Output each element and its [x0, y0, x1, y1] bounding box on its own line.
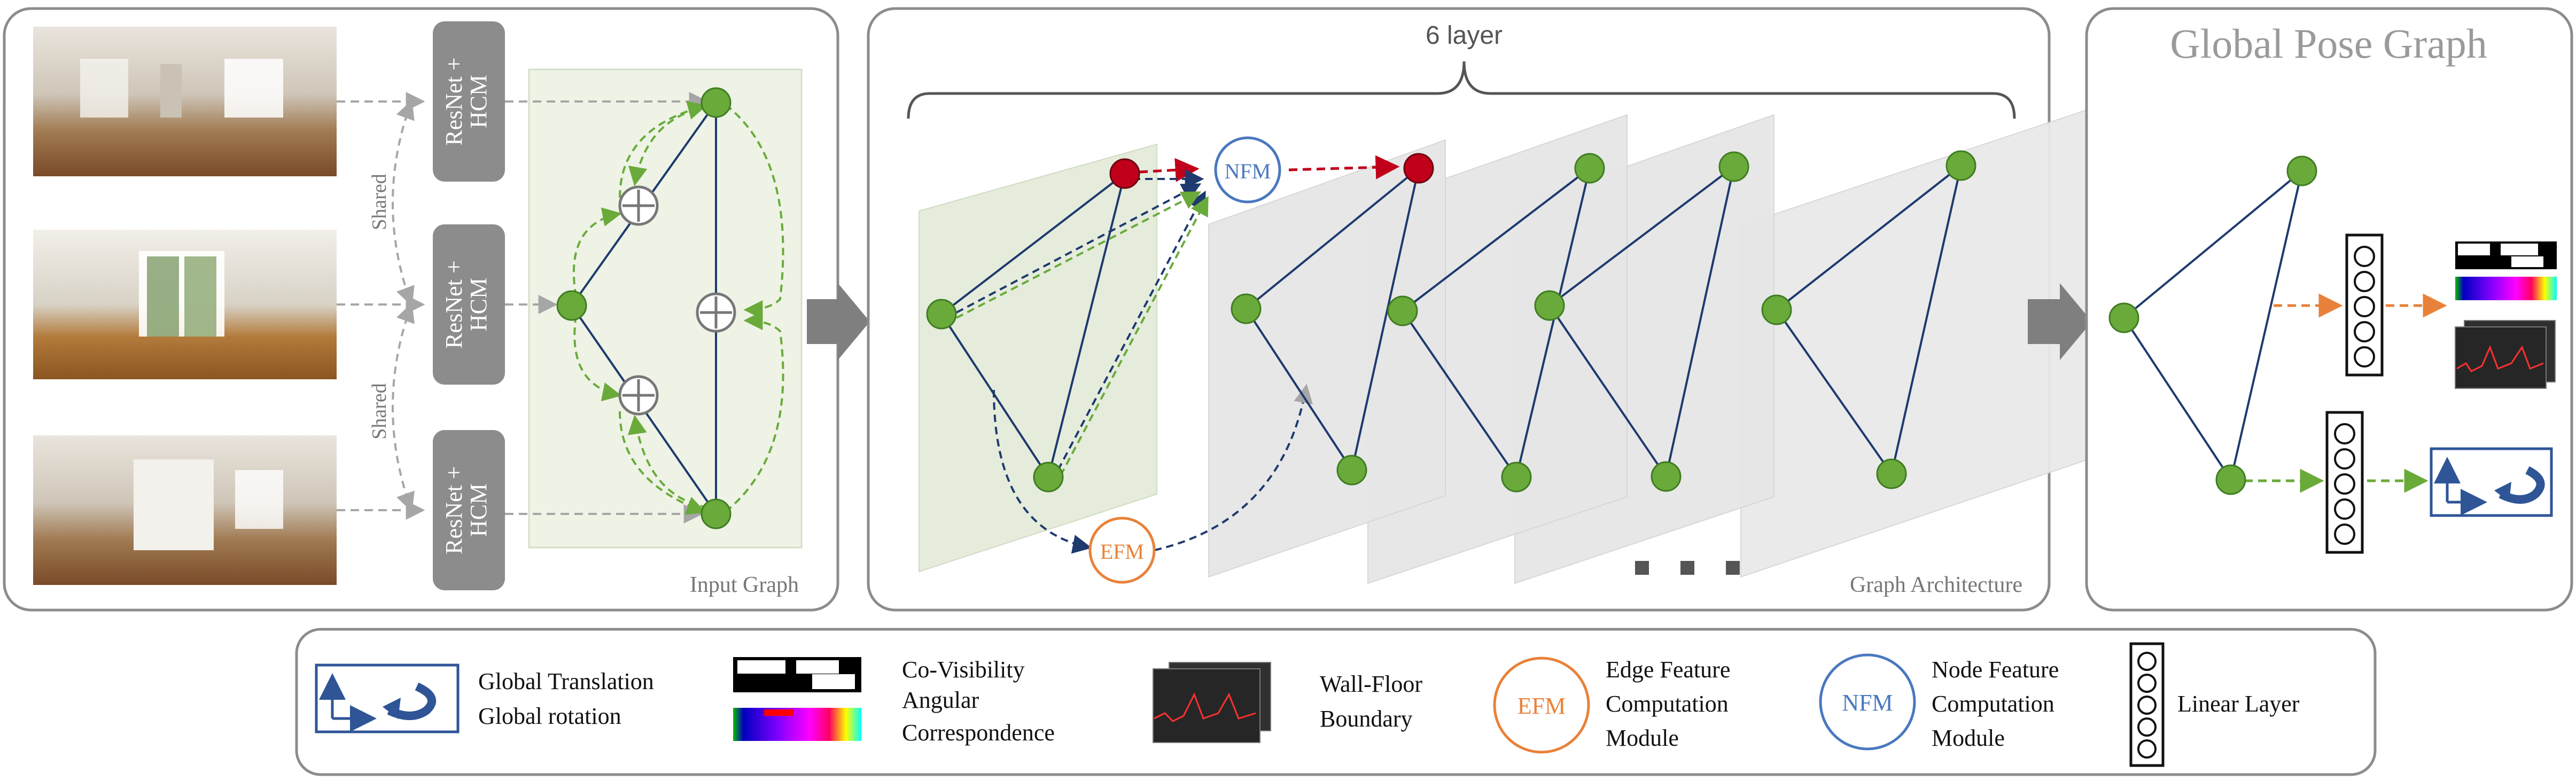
encoder-label-line2: HCM: [465, 75, 492, 128]
layer3-node: [1501, 462, 1532, 493]
encoder-block-3: ResNet + HCM: [433, 430, 505, 590]
navy-message-arrow: [956, 183, 1202, 314]
panorama-image-1: [33, 27, 337, 176]
layer5-node: [1945, 150, 1976, 181]
encoder-label-line2: HCM: [465, 278, 492, 331]
flow-arrow-1: [807, 283, 870, 360]
encoder-label-line2: HCM: [465, 483, 492, 537]
legend-rotation-label: Global rotation: [478, 703, 621, 729]
layer-brace: [907, 61, 2016, 119]
nfm-output-arrow: [1288, 155, 1400, 179]
green-message-arrow: [956, 191, 1202, 319]
covisibility-output: [2455, 241, 2557, 300]
panorama-image-3: [33, 435, 337, 585]
layer2-node: [1336, 455, 1367, 486]
layer1-node: [1033, 462, 1064, 493]
shared-label-2: Shared: [368, 383, 391, 440]
legend-nfm-icon: NFM: [1819, 653, 1916, 751]
message-arrow: [619, 100, 707, 198]
layer4-node: [1718, 151, 1749, 182]
wall-floor-output: [2455, 320, 2556, 389]
legend-wall-floor-label: Wall-Floor: [1320, 671, 1422, 697]
efm-output-arrow: [1154, 384, 1313, 551]
legend-efm-icon: EFM: [1493, 657, 1590, 754]
panorama-image-2: [33, 230, 337, 379]
message-arrow: [573, 315, 622, 402]
legend-nfm-label-3: Module: [1932, 725, 2005, 751]
shared-arc-1: [392, 99, 415, 307]
shared-label-1: Shared: [368, 174, 391, 230]
layer-plane-1: [919, 143, 1157, 573]
layer5-node: [1761, 294, 1792, 325]
layer-count-label: 6 layer: [1426, 21, 1503, 50]
layer4-node: [1534, 290, 1565, 321]
legend-correspondence-label: Correspondence: [902, 720, 1055, 746]
encoder-block-2: ResNet + HCM: [433, 224, 505, 385]
legend-covisibility-label: Co-Visibility: [902, 657, 1025, 683]
pose-panel-title: Global Pose Graph: [2170, 20, 2487, 67]
pose-graph-node: [2108, 302, 2139, 333]
architecture-caption: Graph Architecture: [1850, 573, 2022, 597]
pose-graph-node: [2286, 155, 2317, 186]
plus-aggregator-icon: [696, 292, 736, 333]
encoder-block-1: ResNet + HCM: [433, 21, 505, 182]
legend-linear-layer-label: Linear Layer: [2177, 691, 2300, 717]
legend-boundary-label: Boundary: [1320, 706, 1413, 732]
message-arrow: [572, 207, 622, 297]
flow-arrow-2: [2028, 283, 2092, 360]
nfm-label: NFM: [1225, 159, 1271, 183]
input-graph-node: [701, 498, 731, 529]
layer3-node: [1574, 153, 1605, 184]
nfm-module: NFM: [1214, 136, 1281, 204]
pose-graph-node: [2215, 464, 2246, 495]
input-graph-label: Input Graph: [690, 573, 799, 597]
efm-label: EFM: [1100, 540, 1144, 564]
layer2-node-active: [1403, 153, 1434, 184]
message-arrow: [725, 311, 784, 513]
linear-layer-icon: [2345, 233, 2384, 377]
plus-aggregator-icon: [618, 375, 659, 416]
efm-input-arrow: [993, 389, 1092, 554]
legend-efm-label-2: Computation: [1606, 691, 1729, 717]
green-message-arrow: [1060, 196, 1209, 476]
encoder-label-line1: ResNet +: [441, 57, 467, 145]
message-arrow: [725, 104, 784, 319]
layer1-node: [926, 299, 957, 330]
legend-efm-label-3: Module: [1606, 725, 1679, 751]
linear-layer-icon: [2325, 411, 2364, 554]
plus-aggregator-icon: [618, 185, 659, 226]
message-arrow: [619, 411, 706, 515]
layer4-node: [1651, 461, 1682, 492]
legend-nfm-label-2: Computation: [1932, 691, 2054, 717]
layer3-node: [1387, 295, 1418, 326]
pose-output-icon: [2430, 447, 2553, 517]
more-layers-ellipsis: [1635, 561, 1740, 575]
input-graph-node: [701, 87, 731, 118]
legend-efm-label-1: Edge Feature: [1606, 657, 1730, 683]
layer1-node-active: [1109, 158, 1140, 189]
encoder-label-line1: ResNet +: [441, 260, 467, 348]
legend-angular-label: Angular: [902, 687, 979, 713]
input-graph-node: [556, 290, 587, 321]
legend-covisibility-icon: [733, 657, 861, 741]
shared-arc-2: [392, 302, 415, 512]
legend-linear-layer-icon: [2129, 642, 2165, 767]
legend-nfm-label-1: Node Feature: [1932, 657, 2059, 683]
layer5-node: [1876, 458, 1907, 489]
encoder-label-line1: ResNet +: [441, 466, 467, 554]
legend-translation-label: Global Translation: [478, 668, 654, 694]
layer2-node: [1231, 293, 1262, 324]
legend-efm-badge: EFM: [1517, 693, 1566, 719]
efm-module: EFM: [1088, 517, 1156, 584]
legend-panel: [295, 628, 2377, 776]
legend-pose-icon: [315, 663, 460, 733]
legend-wall-floor-icon: [1153, 662, 1271, 743]
navy-message-arrow: [1057, 190, 1206, 471]
legend-nfm-badge: NFM: [1842, 690, 1893, 716]
